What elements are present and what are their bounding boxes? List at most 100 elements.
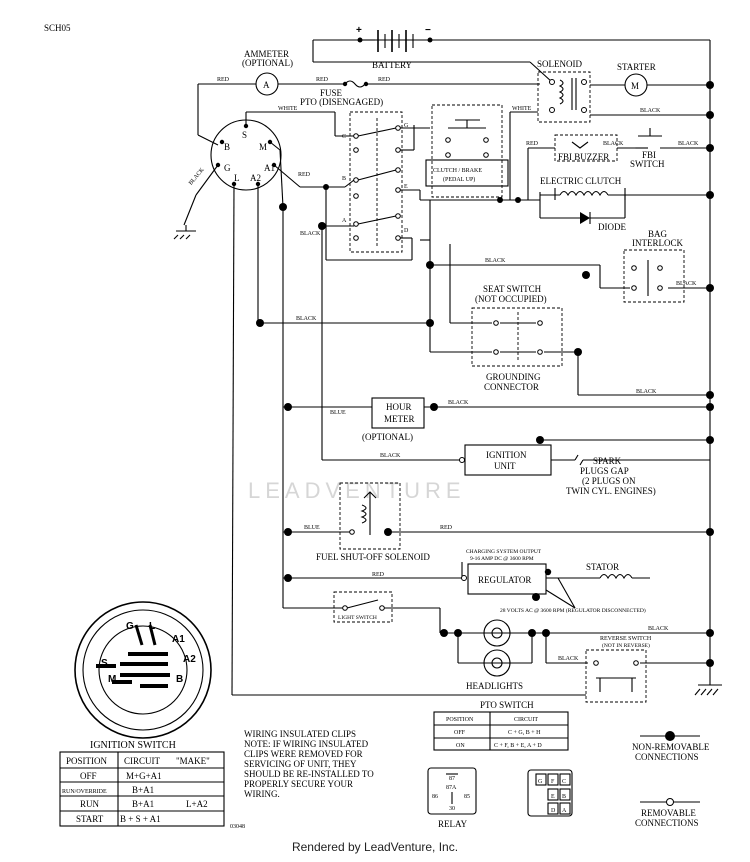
hour-meter-label: HOUR [386, 402, 412, 412]
starter-motor: M STARTER BLACK [590, 62, 714, 119]
ammeter-sub: (OPTIONAL) [242, 58, 293, 68]
svg-text:RED: RED [378, 77, 391, 83]
grounding-sub: CONNECTOR [484, 382, 539, 392]
legend-removable-sub: CONNECTIONS [635, 818, 699, 828]
svg-text:START: START [76, 814, 104, 824]
light-switch-label: LIGHT SWITCH [338, 615, 377, 621]
svg-text:BLACK: BLACK [380, 453, 401, 459]
starter-label: STARTER [617, 62, 656, 72]
regulator-label: REGULATOR [478, 575, 531, 585]
legend-nonremovable-sub: CONNECTIONS [635, 752, 699, 762]
fuse: FUSE RED [320, 77, 540, 98]
bag-interlock: BAG INTERLOCK BLACK BLACK [426, 229, 714, 303]
face-label-m: M [108, 674, 116, 685]
svg-text:RED: RED [298, 172, 311, 178]
svg-text:RUN/OVERRIDE: RUN/OVERRIDE [62, 789, 107, 795]
ign-terminal-s: S [242, 130, 247, 140]
svg-text:30: 30 [449, 806, 455, 812]
light-switch: LIGHT SWITCH [283, 591, 441, 633]
svg-text:RED: RED [372, 572, 385, 578]
svg-text:D: D [551, 808, 556, 814]
battery-label: BATTERY [372, 60, 413, 70]
legend-nonremovable: NON-REMOVABLE [632, 742, 710, 752]
ign-terminal-m: M [259, 142, 267, 152]
svg-text:G: G [538, 779, 543, 785]
ign-terminal-l: L [234, 173, 240, 183]
bag-interlock-sub: INTERLOCK [632, 238, 683, 248]
hour-meter-optional: (OPTIONAL) [362, 432, 413, 442]
fuel-shutoff-solenoid: BLUE RED FUEL SHUT-OFF SOLENOID [283, 482, 714, 562]
svg-text:C: C [342, 134, 346, 140]
relay: 87 87A 86 85 30 RELAY [427, 767, 477, 829]
legend-removable: REMOVABLE [641, 808, 696, 818]
seat-switch: SEAT SWITCH (NOT OCCUPIED) BLACK GROUNDI… [430, 244, 714, 399]
fbi-switch-label: FBI [642, 150, 656, 160]
pto-switch: PTO (DISENGAGED) C B A G E D BLACK [300, 97, 430, 261]
svg-text:B: B [342, 176, 346, 182]
stator-ac-label: 28 VOLTS AC @ 3600 RPM (REGULATOR DISCON… [500, 607, 646, 614]
face-label-l: L [149, 621, 155, 632]
face-label-g: G [126, 621, 134, 632]
ammeter-symbol: A [263, 80, 270, 90]
headlights-label: HEADLIGHTS [466, 681, 523, 691]
svg-text:POSITION: POSITION [446, 717, 474, 723]
svg-text:A: A [342, 218, 347, 224]
solenoid: SOLENOID WHITE [509, 59, 625, 200]
svg-text:POSITION: POSITION [66, 756, 108, 766]
svg-text:85: 85 [464, 794, 470, 800]
seat-switch-sub: (NOT OCCUPIED) [475, 294, 547, 304]
face-label-b: B [176, 674, 183, 685]
ignition-switch-connector: B S M G L A2 A1 WHITE BLACK RED [173, 106, 335, 696]
hour-meter-sub: METER [384, 414, 415, 424]
svg-text:"MAKE": "MAKE" [176, 756, 210, 766]
svg-text:M+G+A1: M+G+A1 [126, 771, 162, 781]
svg-text:E: E [551, 794, 555, 800]
ground-bus [694, 40, 722, 696]
spark-plugs: (2 PLUGS ON [582, 476, 636, 486]
charging-value: 9-16 AMP DC @ 3600 RPM [470, 556, 534, 562]
svg-text:BLACK: BLACK [485, 258, 506, 264]
ign-terminal-a2: A2 [250, 173, 261, 183]
svg-text:SHOULD BE RE-INSTALLED TO: SHOULD BE RE-INSTALLED TO [244, 769, 374, 779]
svg-text:BLACK: BLACK [603, 141, 624, 147]
ign-terminal-a1: A1 [264, 163, 275, 173]
pto-label: PTO (DISENGAGED) [300, 97, 383, 107]
svg-text:B: B [562, 794, 566, 800]
wiring-note: WIRING INSULATED CLIPS NOTE: IF WIRING I… [244, 729, 374, 799]
svg-text:WIRING.: WIRING. [244, 789, 280, 799]
face-label-a2: A2 [183, 654, 196, 665]
svg-text:B + S + A1: B + S + A1 [120, 814, 161, 824]
fbi-switch-sub: SWITCH [630, 159, 665, 169]
svg-text:BLACK: BLACK [648, 626, 669, 632]
electric-clutch-label: ELECTRIC CLUTCH [540, 176, 622, 186]
svg-text:WIRING INSULATED CLIPS: WIRING INSULATED CLIPS [244, 729, 356, 739]
svg-text:BLACK: BLACK [300, 231, 321, 237]
svg-text:BLACK: BLACK [188, 167, 206, 187]
stator-label: STATOR [586, 562, 619, 572]
svg-text:BLACK: BLACK [448, 400, 469, 406]
battery-minus: − [425, 25, 431, 36]
svg-text:RED: RED [440, 525, 453, 531]
footer-credit: Rendered by LeadVenture, Inc. [291, 840, 459, 854]
svg-text:B+A1: B+A1 [132, 799, 154, 809]
svg-text:L+A2: L+A2 [186, 799, 208, 809]
svg-text:PTO SWITCH: PTO SWITCH [480, 700, 534, 710]
fbi-buzzer: FBI BUZZER RED BLACK [526, 134, 635, 200]
svg-text:CIRCUIT: CIRCUIT [124, 756, 161, 766]
svg-text:RED: RED [526, 141, 539, 147]
ignition-switch-title: IGNITION SWITCH [90, 740, 176, 751]
svg-text:WHITE: WHITE [512, 106, 532, 112]
svg-text:BLACK: BLACK [296, 316, 317, 322]
regulator: CHARGING SYSTEM OUTPUT 9-16 AMP DC @ 360… [283, 549, 650, 614]
face-label-s: S [101, 658, 108, 669]
clutch-brake-label: CLUTCH / BRAKE [433, 168, 482, 174]
fuse-label: FUSE [320, 88, 343, 98]
svg-text:BLACK: BLACK [558, 656, 579, 662]
pto-switch-table: PTO SWITCH POSITION CIRCUIT OFF C + G, B… [433, 700, 569, 751]
solenoid-label: SOLENOID [537, 59, 582, 69]
drawing-number: 03048 [230, 824, 245, 830]
ignition-switch-table: POSITION CIRCUIT "MAKE" OFF M+G+A1 RUN/O… [59, 751, 225, 827]
svg-text:G: G [404, 123, 409, 129]
reverse-switch-label: REVERSE SWITCH [600, 636, 652, 642]
fbi-switch: BLACK FBI SWITCH [630, 128, 714, 169]
